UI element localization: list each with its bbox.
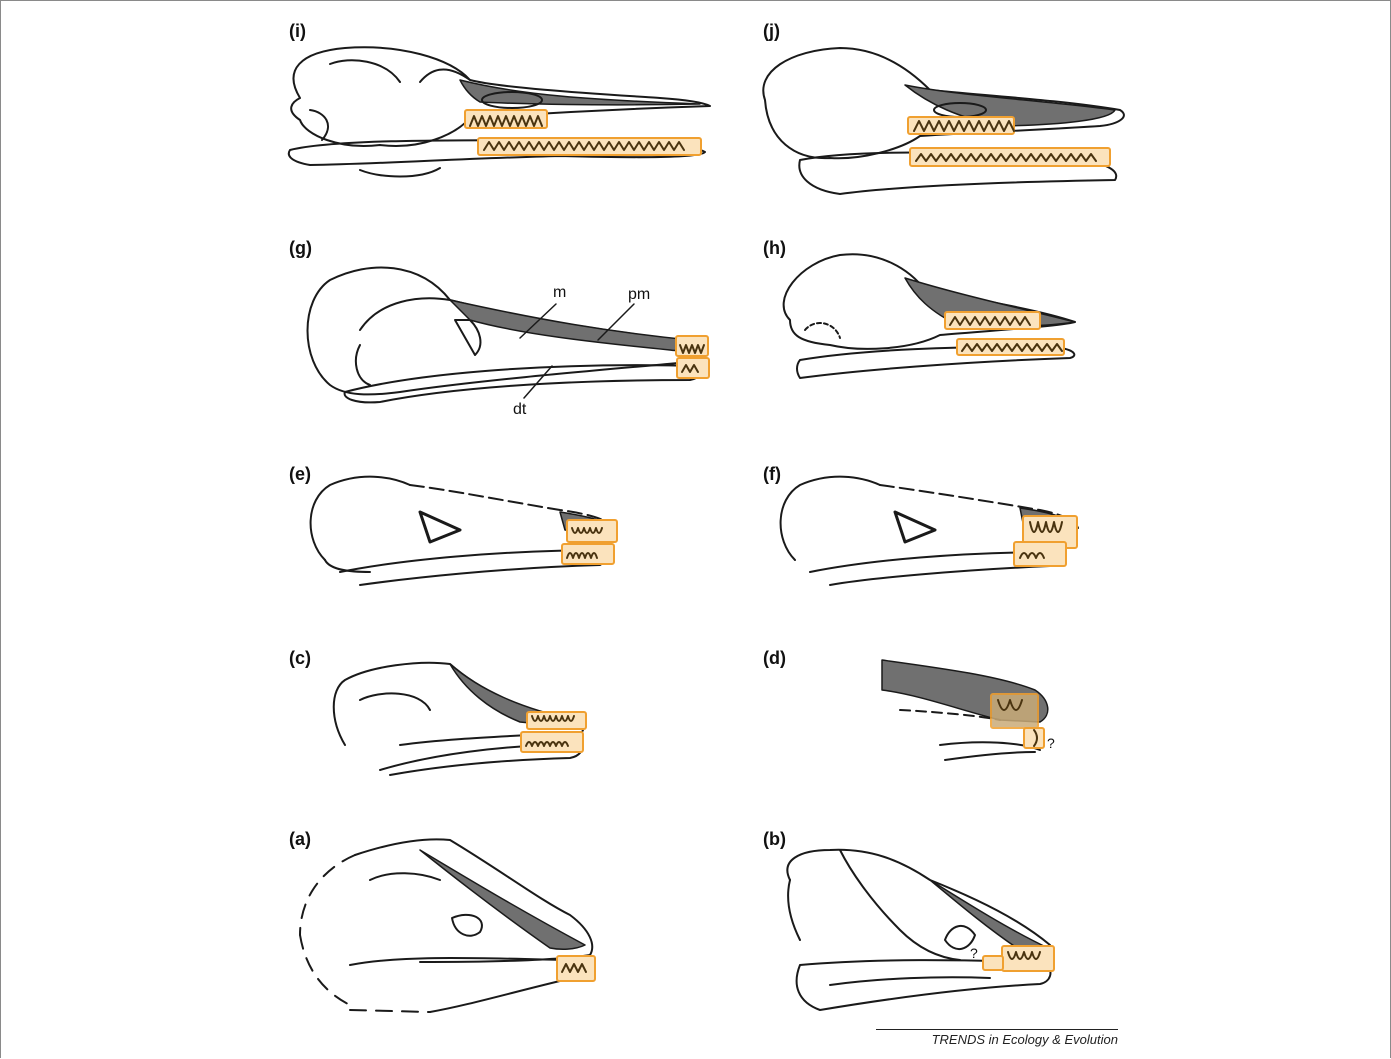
skull-i xyxy=(289,47,710,176)
label-dt: dt xyxy=(513,401,527,418)
uncertain-tooth-marker-d: ? xyxy=(1047,735,1055,751)
skull-a xyxy=(300,839,595,1012)
skull-b: ? xyxy=(787,850,1054,1010)
skull-g: m pm dt xyxy=(308,267,710,418)
skull-d: ? xyxy=(882,660,1055,760)
skull-f xyxy=(781,477,1078,585)
lower-tooth-b xyxy=(983,956,1003,970)
skull-c xyxy=(334,663,586,775)
label-pm: pm xyxy=(628,286,650,303)
figure-credit: TRENDS in Ecology & Evolution xyxy=(876,1029,1118,1047)
premaxilla-g xyxy=(450,300,690,351)
uncertain-tooth-marker-b: ? xyxy=(970,945,978,961)
skull-h xyxy=(784,254,1075,378)
dt-leader-line xyxy=(524,366,552,398)
skull-j xyxy=(763,48,1124,194)
premaxilla-a xyxy=(420,850,585,949)
label-m: m xyxy=(553,284,566,301)
skull-e xyxy=(311,477,617,585)
